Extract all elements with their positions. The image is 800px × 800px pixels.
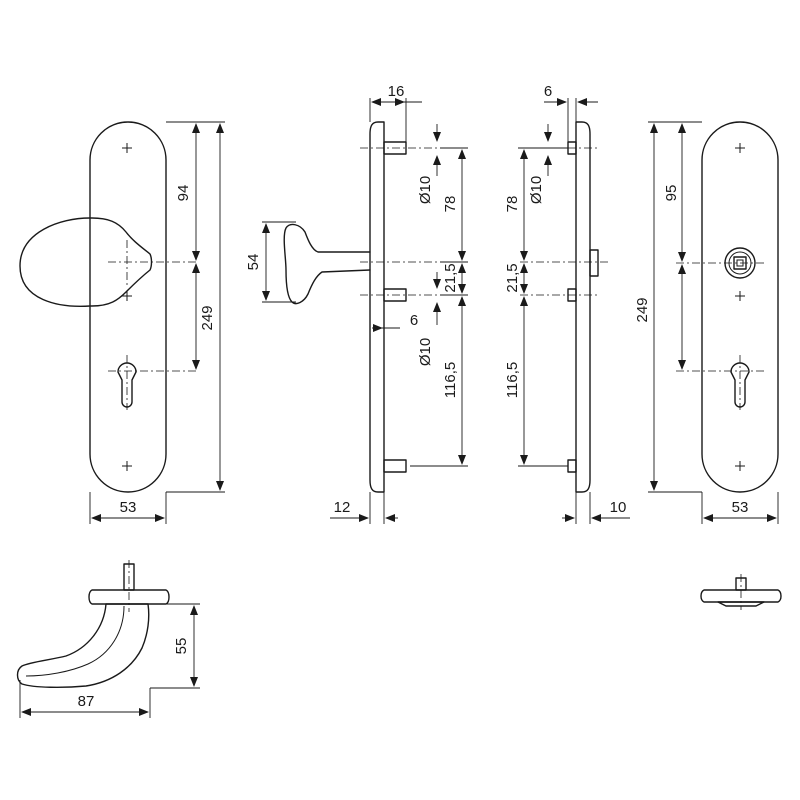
dim-d10-top-label: Ø10 <box>417 176 434 204</box>
knob-outline <box>19 217 153 307</box>
screw-bottom <box>383 459 407 473</box>
knob-top-profile <box>16 603 150 689</box>
dim-16-label: 16 <box>388 83 405 100</box>
front-view-knob-plate: 94 249 53 <box>19 121 225 524</box>
knob-top-inner-line <box>25 605 125 677</box>
screw-mark-top-right <box>735 143 745 153</box>
side-view-left: 16 54 Ø10 78 21,5 116,5 6 Ø10 12 <box>245 83 468 524</box>
screw-mark-top <box>122 143 132 153</box>
top-view-spindle-plate <box>700 574 782 610</box>
dim-21-5-right-label: 21,5 <box>504 263 521 292</box>
dim-95-label: 95 <box>663 185 680 202</box>
dim-10-label: 10 <box>610 499 627 516</box>
dim-55-label: 55 <box>173 638 190 655</box>
dim-53-right-label: 53 <box>732 499 749 516</box>
dim-53-label: 53 <box>120 499 137 516</box>
dim-6-label: 6 <box>410 312 418 329</box>
front-view-spindle-plate: 95 249 53 <box>634 121 779 524</box>
side-view-right: 6 Ø10 78 21,5 116,5 10 <box>504 83 630 524</box>
dim-116-5-right-label: 116,5 <box>504 362 521 398</box>
spindle-stub <box>589 249 599 277</box>
screw-mark-mid <box>122 291 132 301</box>
dim-249-label: 249 <box>199 305 216 330</box>
dim-6-right-label: 6 <box>544 83 552 100</box>
top-view-knob: 55 87 <box>16 560 200 718</box>
screw-mark-bottom-right <box>735 461 745 471</box>
screw-socket-bottom <box>567 459 577 473</box>
screw-mark-bottom <box>122 461 132 471</box>
dim-12-label: 12 <box>334 499 351 516</box>
knob-side-profile <box>283 223 371 305</box>
dim-249-right-label: 249 <box>634 297 651 322</box>
rosette-top-view-right <box>700 589 782 603</box>
plate-outline <box>89 121 167 493</box>
dim-94-label: 94 <box>175 185 192 202</box>
dim-116-5-label: 116,5 <box>442 362 459 398</box>
dim-d10-right-label: Ø10 <box>528 176 545 204</box>
dim-78-label: 78 <box>442 196 459 213</box>
plate-outline-right <box>701 121 779 493</box>
cylinder-keyhole-right <box>730 362 750 408</box>
plate-side-outline <box>369 121 385 493</box>
rosette-base-right <box>717 601 765 607</box>
dim-87-label: 87 <box>78 693 95 710</box>
plate-side-outline-right <box>575 121 591 493</box>
dim-78-right-label: 78 <box>504 196 521 213</box>
dim-54-label: 54 <box>245 254 262 271</box>
dim-21-5-label: 21,5 <box>442 263 459 292</box>
cylinder-keyhole <box>117 362 137 408</box>
screw-mark-mid-right <box>735 291 745 301</box>
dim-d10-bottom-label: Ø10 <box>417 338 434 366</box>
